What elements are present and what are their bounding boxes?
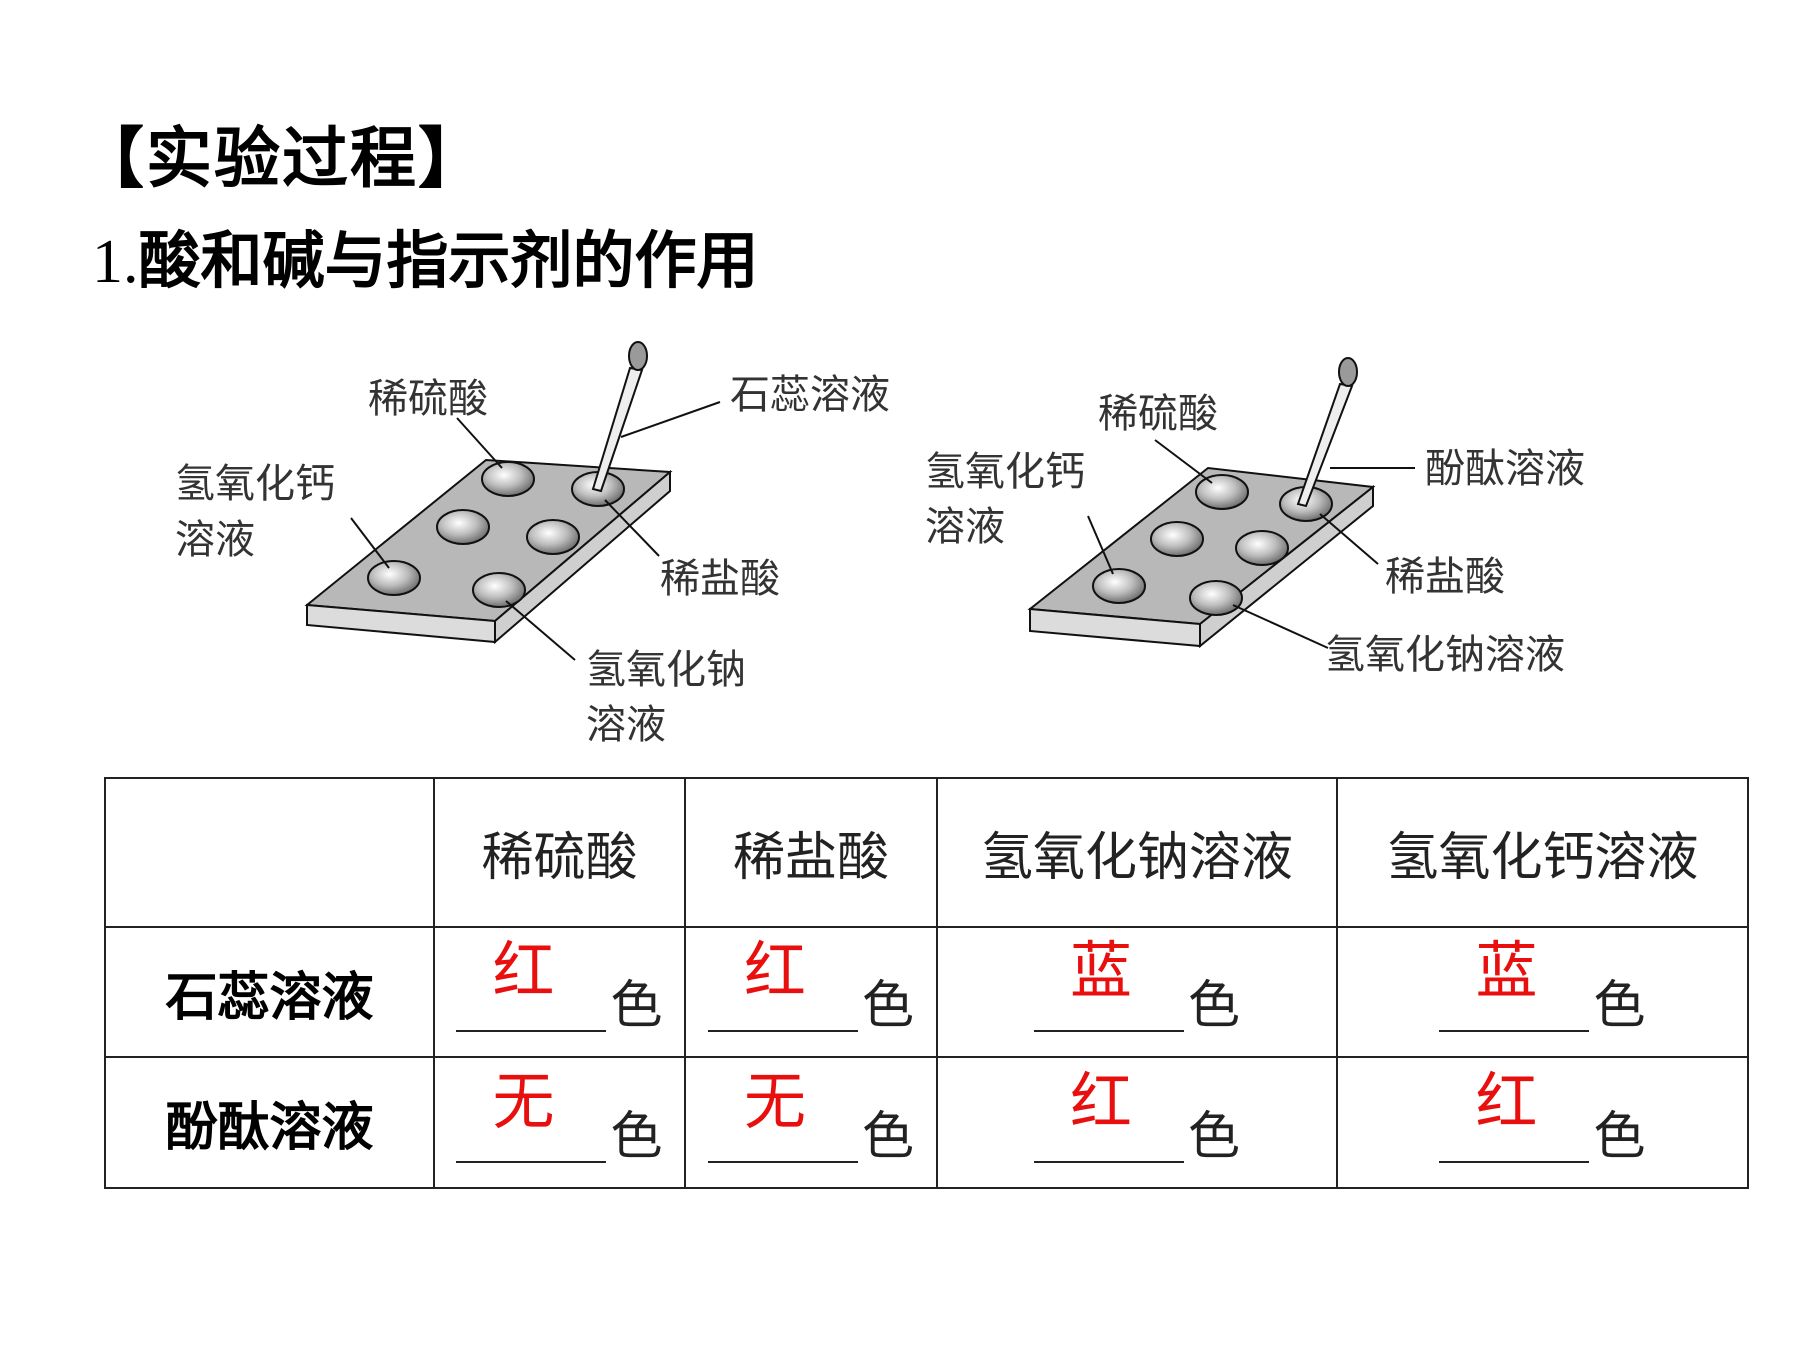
- well: [526, 519, 580, 555]
- color-suffix: 色: [610, 976, 663, 1036]
- answer-blank: 蓝: [1439, 940, 1590, 1032]
- column-header: 稀盐酸: [684, 777, 938, 928]
- answer-text: 红: [1475, 1064, 1538, 1138]
- answer-cell: 红色: [684, 926, 938, 1058]
- label-right: 稀盐酸: [1385, 554, 1505, 600]
- well: [1150, 521, 1204, 557]
- subsection-title: 酸和碱与指示剂的作用: [138, 224, 759, 297]
- subsection-number: 1.: [92, 228, 139, 296]
- answer-blank: 红: [456, 940, 607, 1032]
- answer-blank: 蓝: [1033, 940, 1184, 1032]
- color-suffix: 色: [1187, 1106, 1240, 1167]
- plate-side: [1199, 484, 1374, 649]
- table-header-row: 稀硫酸 稀盐酸 氢氧化钠溶液 氢氧化钙溶液: [104, 777, 1749, 928]
- table-row: 石蕊溶液 红色 红色 蓝色 蓝色: [104, 926, 1749, 1058]
- table-row: 酚酞溶液 无色 无色 红色 红色: [104, 1056, 1749, 1189]
- row-header: 石蕊溶液: [104, 926, 435, 1058]
- leader-lines: [350, 401, 721, 661]
- well: [481, 461, 535, 497]
- column-header: 稀硫酸: [433, 777, 686, 928]
- column-header: 氢氧化钙溶液: [1336, 777, 1749, 928]
- answer-blank: 红: [707, 940, 858, 1032]
- answer-text: 无: [743, 1064, 806, 1138]
- plate-side: [494, 469, 671, 645]
- color-suffix: 色: [861, 976, 914, 1036]
- label-bottom-line2: 溶液: [586, 702, 666, 748]
- color-suffix: 色: [1593, 976, 1646, 1036]
- row-header: 酚酞溶液: [104, 1056, 435, 1189]
- spot-plate-right: 稀硫酸 酚酞溶液 氢氧化钙 溶液 稀盐酸 氢氧化钠溶液: [925, 357, 1585, 678]
- label-dropper: 石蕊溶液: [730, 372, 890, 418]
- well: [1235, 530, 1289, 566]
- well: [1189, 580, 1243, 616]
- answer-text: 红: [743, 934, 806, 1007]
- subsection-heading: 1.酸和碱与指示剂的作用: [92, 228, 759, 296]
- color-suffix: 色: [1187, 976, 1240, 1036]
- section-heading: 【实验过程】: [78, 120, 486, 197]
- label-left-line1: 氢氧化钙: [175, 461, 335, 507]
- label-left-line2: 溶液: [925, 504, 1005, 550]
- label-left-line1: 氢氧化钙: [925, 449, 1085, 495]
- label-bottom: 氢氧化钠溶液: [1325, 632, 1565, 678]
- well: [436, 509, 490, 545]
- answer-cell: 红色: [433, 926, 686, 1058]
- answer-text: 红: [492, 934, 555, 1007]
- answer-blank: 红: [1033, 1070, 1184, 1163]
- well: [1092, 568, 1146, 604]
- answer-text: 蓝: [1475, 934, 1538, 1007]
- label-right: 稀盐酸: [660, 556, 780, 602]
- well: [472, 572, 526, 608]
- label-dropper: 酚酞溶液: [1425, 446, 1585, 492]
- results-table: 稀硫酸 稀盐酸 氢氧化钠溶液 氢氧化钙溶液 石蕊溶液 红色 红色 蓝色 蓝色 酚…: [104, 777, 1749, 1189]
- column-header: 氢氧化钠溶液: [936, 777, 1338, 928]
- well: [367, 560, 421, 596]
- label-left-line2: 溶液: [175, 517, 255, 563]
- experiment-illustration: 稀硫酸 石蕊溶液 氢氧化钙 溶液 稀盐酸 氢氧化钠 溶液 稀硫酸 酚酞溶液 氢氧: [175, 341, 1585, 748]
- answer-cell: 无色: [433, 1056, 686, 1189]
- answer-blank: 无: [707, 1070, 858, 1163]
- color-suffix: 色: [861, 1106, 914, 1167]
- answer-text: 蓝: [1069, 934, 1132, 1007]
- dropper-icon: [591, 341, 648, 493]
- answer-cell: 无色: [684, 1056, 938, 1189]
- answer-blank: 红: [1439, 1070, 1590, 1163]
- answer-cell: 红色: [936, 1056, 1338, 1189]
- answer-cell: 红色: [1336, 1056, 1749, 1189]
- dropper-icon: [1296, 357, 1358, 508]
- answer-cell: 蓝色: [936, 926, 1338, 1058]
- color-suffix: 色: [1593, 1106, 1646, 1167]
- label-bottom-line1: 氢氧化钠: [586, 647, 746, 693]
- answer-blank: 无: [456, 1070, 607, 1163]
- leader-lines: [1087, 439, 1415, 649]
- answer-text: 无: [492, 1064, 555, 1138]
- well: [1195, 474, 1249, 510]
- spot-plate-left: 稀硫酸 石蕊溶液 氢氧化钙 溶液 稀盐酸 氢氧化钠 溶液: [175, 341, 890, 748]
- answer-cell: 蓝色: [1336, 926, 1749, 1058]
- label-top: 稀硫酸: [1098, 391, 1218, 437]
- label-top: 稀硫酸: [368, 376, 488, 422]
- answer-text: 红: [1069, 1064, 1132, 1138]
- color-suffix: 色: [610, 1106, 663, 1167]
- corner-cell: [104, 777, 435, 928]
